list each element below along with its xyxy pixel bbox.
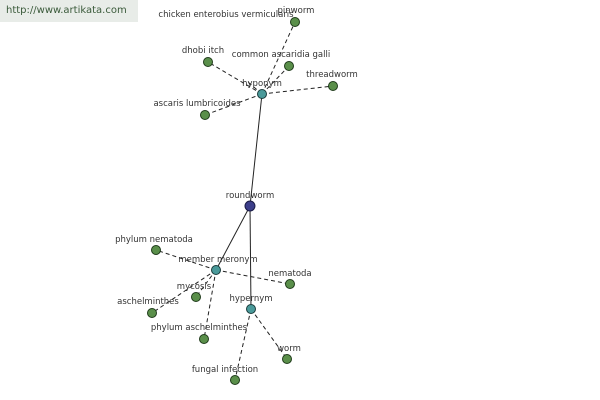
label-member_meronym[interactable]: member meronym (178, 255, 257, 265)
label-phylum_aschelminthes[interactable]: phylum aschelminthes (151, 323, 248, 333)
node-member_meronym[interactable] (211, 265, 221, 275)
label-common_ascaridia[interactable]: common ascaridia galli (232, 50, 330, 60)
node-mycosis[interactable] (191, 292, 201, 302)
edge-roundworm-hyponym (249, 93, 263, 207)
edge-hyponym-ascaris (204, 93, 263, 116)
edge-hyponym-dhobi_itch (207, 61, 263, 95)
node-fungal_infection[interactable] (230, 375, 240, 385)
node-pinworm[interactable] (290, 17, 300, 27)
label-threadworm[interactable]: threadworm (306, 70, 358, 80)
node-threadworm[interactable] (328, 81, 338, 91)
label-mycosis[interactable]: mycosis (177, 282, 212, 292)
node-nematoda[interactable] (285, 279, 295, 289)
edge-member_meronym-phylum_nematoda (155, 249, 217, 271)
node-common_ascaridia[interactable] (284, 61, 294, 71)
edge-member_meronym-aschelminthes (151, 269, 217, 314)
node-phylum_aschelminthes[interactable] (199, 334, 209, 344)
edge-hypernym-fungal_infection (234, 308, 252, 381)
label-pinworm[interactable]: pinworm (278, 6, 315, 16)
graph-nodes (147, 17, 338, 385)
label-phylum_nematoda[interactable]: phylum nematoda (115, 235, 193, 245)
edge-hyponym-threadworm (261, 85, 334, 95)
node-ascaris[interactable] (200, 110, 210, 120)
label-ascaris[interactable]: ascaris lumbricoides (153, 99, 241, 109)
node-phylum_nematoda[interactable] (151, 245, 161, 255)
node-hypernym[interactable] (246, 304, 256, 314)
edge-member_meronym-mycosis (195, 269, 217, 298)
label-worm[interactable]: worm (277, 344, 301, 354)
edge-roundworm-member_meronym (215, 205, 251, 271)
node-worm[interactable] (282, 354, 292, 364)
edge-member_meronym-phylum_aschelminthes (203, 269, 217, 340)
label-aschelminthes[interactable]: aschelminthes (117, 297, 179, 307)
node-aschelminthes[interactable] (147, 308, 157, 318)
node-dhobi_itch[interactable] (203, 57, 213, 67)
label-nematoda[interactable]: nematoda (268, 269, 311, 279)
label-chicken_enterobius[interactable]: chicken enterobius vermicularis (158, 10, 294, 20)
node-roundworm[interactable] (244, 200, 256, 212)
label-hypernym[interactable]: hypernym (229, 294, 272, 304)
edge-hyponym-pinworm (261, 21, 296, 95)
node-hyponym[interactable] (257, 89, 267, 99)
label-fungal_infection[interactable]: fungal infection (192, 365, 258, 375)
label-roundworm[interactable]: roundworm (226, 191, 274, 201)
label-hyponym[interactable]: hyponym (242, 79, 282, 89)
label-dhobi_itch[interactable]: dhobi itch (182, 46, 224, 56)
edge-member_meronym-nematoda (215, 269, 291, 285)
site-watermark[interactable]: http://www.artikata.com (0, 0, 138, 22)
edge-roundworm-hypernym (249, 205, 252, 310)
edge-hypernym-worm (250, 308, 288, 360)
